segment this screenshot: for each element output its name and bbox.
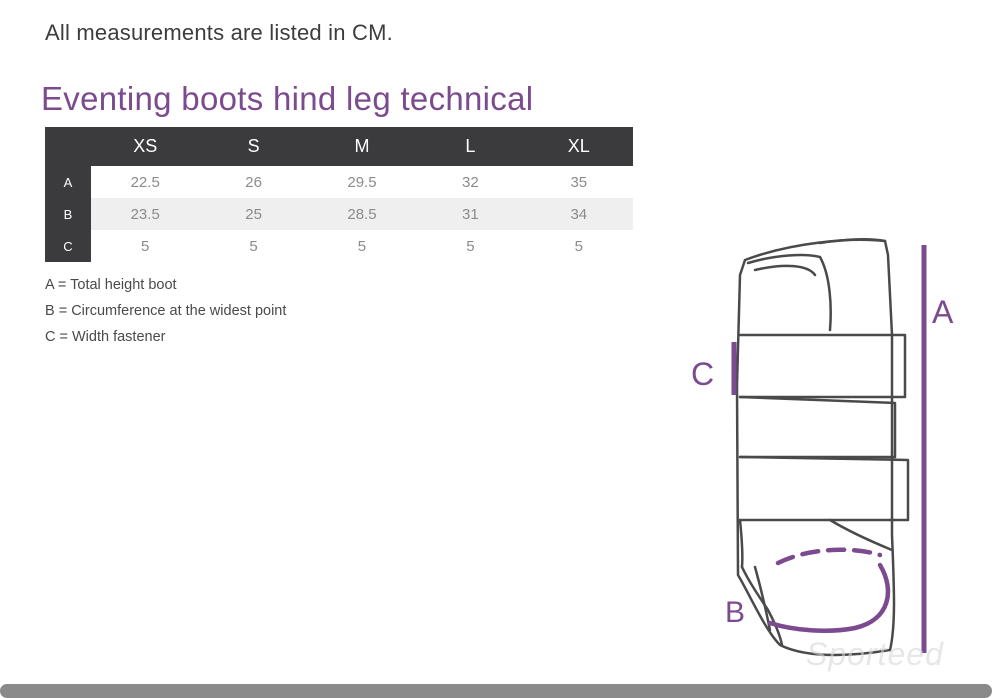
row-label: C (45, 230, 91, 262)
label-c: C (691, 356, 714, 392)
label-b: B (725, 596, 745, 629)
size-header: L (416, 127, 525, 166)
legend: A = Total height boot B = Circumference … (45, 272, 286, 350)
table-row: C 5 5 5 5 5 (45, 230, 633, 262)
table-cell: 26 (245, 173, 262, 191)
page-title: Eventing boots hind leg technical (41, 80, 534, 117)
legend-item-c: C = Width fastener (45, 329, 166, 345)
table-cell: 25 (199, 198, 308, 230)
legend-item-b: B = Circumference at the widest point (45, 303, 287, 319)
boot-lining (746, 253, 832, 332)
watermark-logo: Sporteed (806, 636, 944, 672)
header-corner (45, 127, 91, 166)
size-header: S (199, 127, 308, 166)
table-row: A 22.5 26 29.5 32 35 (45, 166, 633, 198)
row-label: B (45, 198, 91, 230)
table-cell: 34 (524, 198, 633, 230)
size-header: M (307, 127, 417, 166)
row-label: A (45, 166, 91, 198)
size-header: XL (524, 127, 633, 166)
table-cell: 32 (462, 173, 479, 191)
boot-diagram: A C B (691, 238, 954, 657)
table-cell: 5 (141, 237, 150, 255)
table-cell: 29.5 (347, 173, 377, 191)
table-cell: 22.5 (130, 173, 160, 191)
size-table: XS S M L XL A 22.5 26 29.5 32 35 B 23.5 … (45, 127, 633, 262)
table-cell: 5 (574, 237, 583, 255)
table-cell: 28.5 (307, 198, 417, 230)
strap-2 (738, 395, 897, 459)
table-cell: 5 (249, 237, 258, 255)
table-cell: 23.5 (91, 198, 200, 230)
circumference-solid (767, 562, 891, 633)
size-header: XS (91, 127, 200, 166)
size-header-row: XS S M L XL (45, 127, 633, 166)
strap-1 (738, 333, 907, 399)
label-a: A (932, 294, 954, 330)
table-cell: 5 (357, 237, 367, 255)
measurement-note: All measurements are listed in CM. (45, 20, 393, 45)
horizontal-scrollbar[interactable] (0, 684, 992, 698)
table-cell: 31 (416, 198, 525, 230)
legend-item-a: A = Total height boot (45, 277, 177, 293)
table-cell: 35 (570, 173, 588, 191)
circumference-dashed (775, 547, 883, 566)
table-cell: 5 (466, 237, 475, 255)
strap-3 (738, 455, 910, 522)
table-row: B 23.5 25 28.5 31 34 (45, 198, 633, 230)
